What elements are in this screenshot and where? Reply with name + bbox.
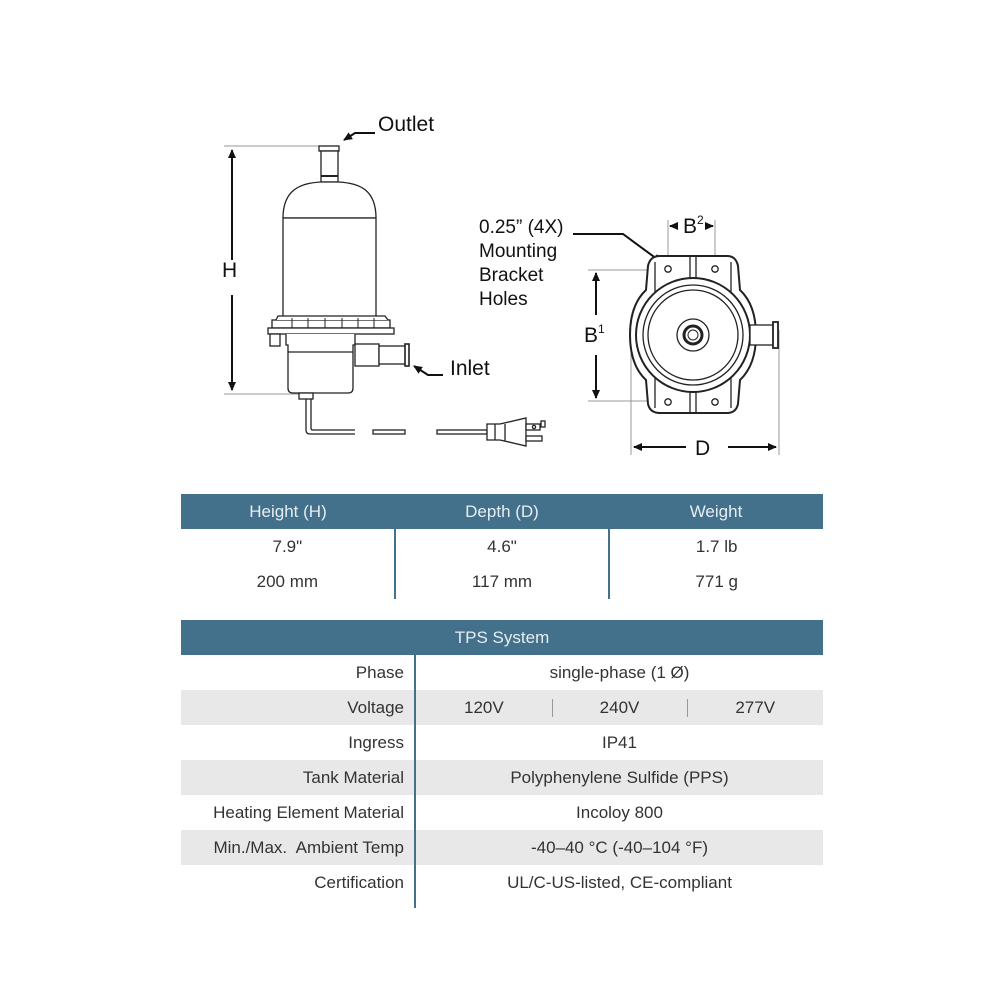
mounting-label-line: Bracket: [479, 265, 544, 286]
spec-row-heating-element: Heating Element Material Incoloy 800: [181, 795, 823, 830]
spec-table-title: TPS System: [181, 620, 823, 655]
dimensions-body: 7.9" 200 mm 4.6" 117 mm 1.7 lb 771 g: [181, 529, 823, 599]
spec-row-certification: Certification UL/C-US-listed, CE-complia…: [181, 865, 823, 900]
spec-row-tank-material: Tank Material Polyphenylene Sulfide (PPS…: [181, 760, 823, 795]
voltage-option: 277V: [687, 690, 823, 725]
mounting-label-line: 0.25” (4X): [479, 217, 564, 238]
column-divider: [414, 655, 416, 690]
b2-dimension-label: B2: [683, 213, 704, 238]
column-divider-tail: [414, 900, 416, 908]
spec-label: Tank Material: [302, 768, 404, 787]
weight-column: 1.7 lb 771 g: [608, 529, 823, 599]
spec-label: Min./Max. Ambient Temp: [213, 838, 404, 857]
column-divider: [414, 795, 416, 830]
mounting-label-line: Holes: [479, 289, 528, 310]
spec-value: UL/C-US-listed, CE-compliant: [507, 873, 732, 892]
dimensions-table: Height (H) Depth (D) Weight 7.9" 200 mm …: [181, 494, 823, 599]
outlet-label: Outlet: [378, 113, 435, 136]
height-column: 7.9" 200 mm: [181, 529, 394, 599]
column-divider: [414, 760, 416, 795]
spec-label: Ingress: [348, 733, 404, 752]
spec-value: Incoloy 800: [576, 803, 663, 822]
b1-dimension-label: B1: [584, 322, 605, 347]
column-divider: [414, 865, 416, 900]
technical-diagram: Outlet Inlet H 0.25” (4X) Mounting Brack…: [0, 0, 1000, 480]
column-divider: [414, 690, 416, 725]
voltage-option: 120V: [463, 698, 504, 717]
mounting-label-line: Mounting: [479, 241, 558, 262]
column-divider: [414, 725, 416, 760]
depth-metric: 117 mm: [471, 572, 533, 591]
dimensions-header-row: Height (H) Depth (D) Weight: [181, 494, 823, 529]
voltage-option: 240V: [551, 690, 688, 725]
height-imperial: 7.9": [272, 537, 303, 556]
height-dimension-label: H: [222, 259, 238, 282]
spec-value: single-phase (1 Ø): [549, 663, 690, 682]
spec-value: IP41: [602, 733, 637, 752]
heater-drawing: [224, 132, 780, 455]
header-depth: Depth (D): [465, 502, 539, 521]
depth-dimension-label: D: [695, 437, 711, 460]
spec-value: -40–40 °C (-40–104 °F): [530, 838, 709, 857]
depth-imperial: 4.6": [487, 537, 517, 556]
weight-metric: 771 g: [695, 572, 738, 591]
specifications-table: TPS System Phase single-phase (1 Ø) Volt…: [181, 620, 823, 908]
depth-column: 4.6" 117 mm: [393, 529, 609, 599]
inlet-label: Inlet: [450, 357, 490, 380]
header-height: Height (H): [249, 502, 327, 521]
height-metric: 200 mm: [256, 572, 319, 591]
spec-label: Voltage: [347, 698, 404, 717]
spec-label: Heating Element Material: [213, 803, 404, 822]
spec-value: Polyphenylene Sulfide (PPS): [510, 768, 729, 787]
spec-label: Certification: [314, 873, 404, 892]
column-divider: [414, 830, 416, 865]
weight-imperial: 1.7 lb: [695, 537, 738, 556]
header-weight: Weight: [689, 502, 743, 521]
spec-row-ingress: Ingress IP41: [181, 725, 823, 760]
spec-label: Phase: [355, 663, 404, 682]
voltage-values: 120V 240V 277V: [416, 690, 823, 725]
mounting-holes-label: 0.25” (4X) Mounting Bracket Holes: [479, 216, 563, 312]
spec-row-voltage: Voltage 120V 240V 277V: [181, 690, 823, 725]
spec-row-ambient-temp: Min./Max. Ambient Temp -40–40 °C (-40–10…: [181, 830, 823, 865]
spec-row-phase: Phase single-phase (1 Ø): [181, 655, 823, 690]
